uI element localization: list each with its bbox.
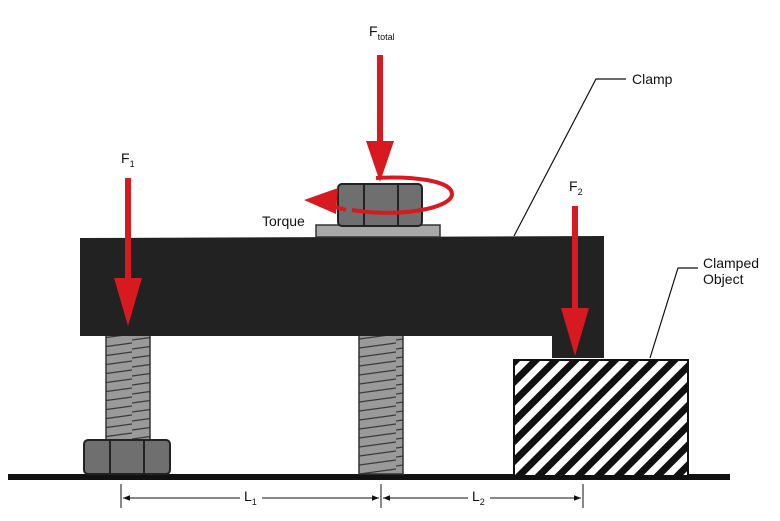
- l1-label: L1: [244, 488, 257, 507]
- f2-arrow: [561, 206, 589, 356]
- clamp-leader-line: [513, 78, 626, 237]
- torque-label: Torque: [262, 213, 305, 229]
- center-screw: [358, 333, 404, 475]
- f1-label: F1: [121, 150, 135, 169]
- clamped-object-leader-line: [649, 267, 698, 359]
- ground-line: [8, 474, 730, 480]
- clamp-label: Clamp: [632, 71, 673, 87]
- f1-arrow: [114, 178, 142, 326]
- top-nut: [337, 183, 423, 227]
- l2-label: L2: [472, 488, 485, 507]
- clamp-body: [80, 236, 604, 358]
- dimension-lines: [120, 484, 584, 508]
- left-nut: [83, 439, 171, 475]
- f-total-arrow: [366, 55, 394, 182]
- f2-label: F2: [569, 178, 583, 197]
- left-screw: [105, 333, 151, 445]
- clamped-object: [513, 359, 689, 477]
- f-total-label: Ftotal: [369, 23, 395, 42]
- torque-arrow: [304, 175, 455, 215]
- clamped-object-label: Clamped Object: [703, 255, 763, 287]
